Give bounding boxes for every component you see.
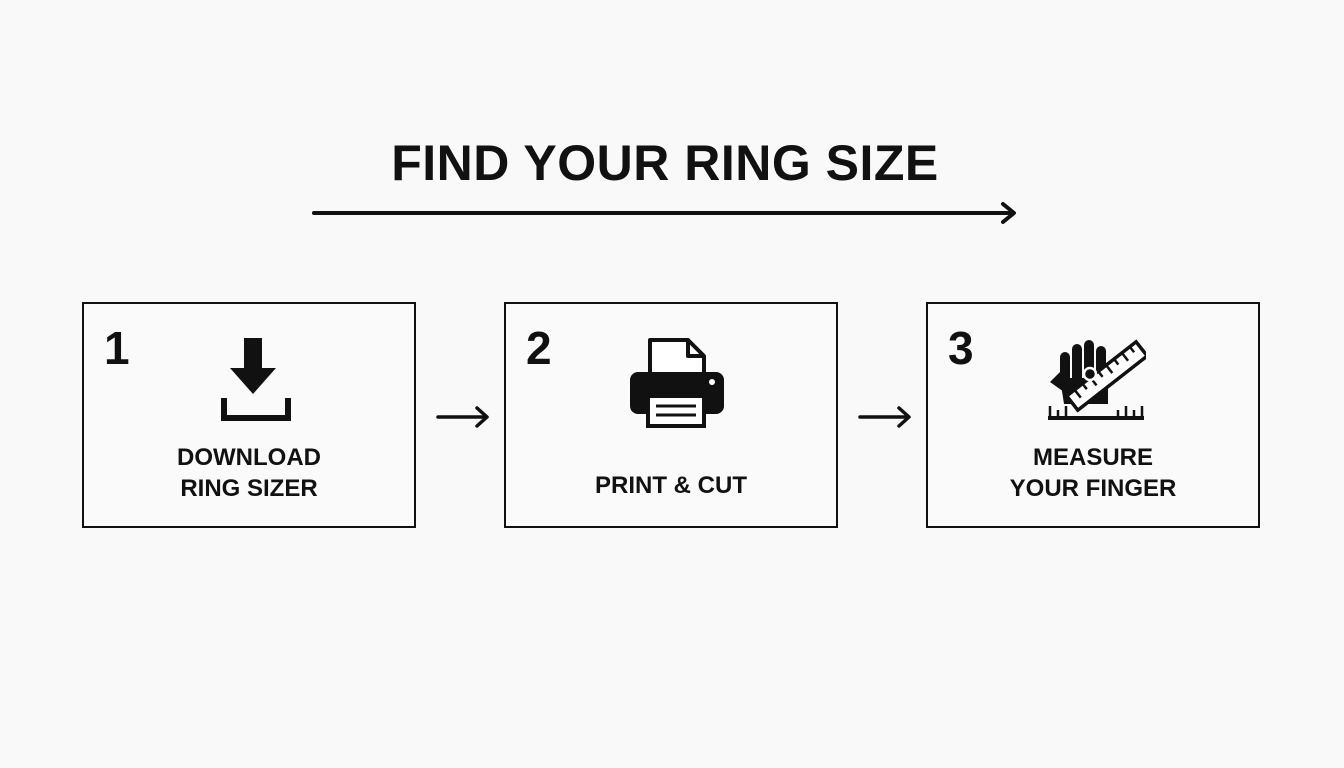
title-underline-arrow-icon <box>312 202 1016 224</box>
step-label-line: PRINT & CUT <box>595 472 747 499</box>
step-card-measure: 3 MEASURE YOUR <box>926 302 1260 528</box>
step-label: MEASURE YOUR FINGER <box>928 442 1258 504</box>
step-number: 2 <box>526 322 552 374</box>
step-label: DOWNLOAD RING SIZER <box>84 442 414 504</box>
page-title: FIND YOUR RING SIZE <box>391 135 939 191</box>
step-card-download: 1 DOWNLOAD RING SIZER <box>82 302 416 528</box>
step-label: PRINT & CUT <box>506 470 836 501</box>
arrow-right-icon <box>858 406 911 428</box>
hand-ruler-icon <box>1048 339 1146 420</box>
step-label-line: RING SIZER <box>180 475 318 502</box>
download-icon <box>221 338 291 421</box>
step-card-print: 2 PRINT & CUT <box>504 302 838 528</box>
step-number: 3 <box>948 322 974 374</box>
printer-icon <box>630 338 724 428</box>
step-label-line: DOWNLOAD <box>177 444 321 471</box>
step-label-line: YOUR FINGER <box>1009 475 1177 502</box>
step-number: 1 <box>104 322 130 374</box>
arrow-right-icon <box>436 406 489 428</box>
step-label-line: MEASURE <box>1032 444 1153 471</box>
